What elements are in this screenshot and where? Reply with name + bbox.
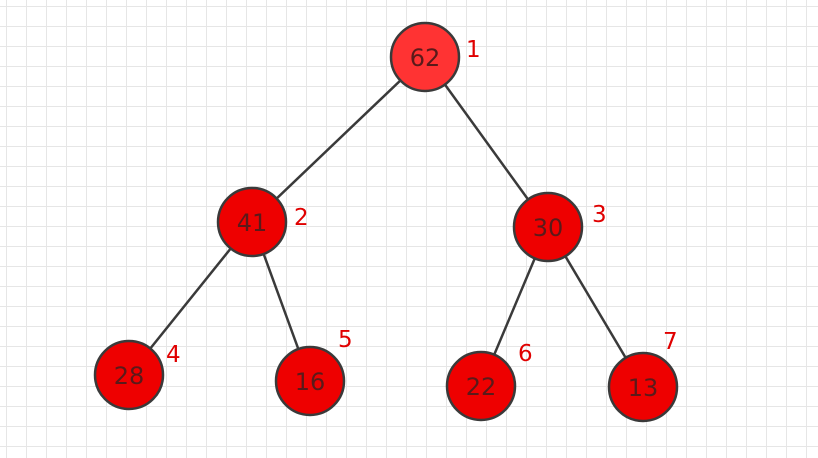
- node-circle: [274, 345, 346, 417]
- node-index-label: 1: [466, 37, 481, 63]
- node-value: 30: [533, 214, 564, 242]
- tree-node-28: 28 4: [93, 339, 181, 411]
- node-index-label: 4: [166, 342, 181, 368]
- tree-node-16: 16 5: [274, 327, 353, 417]
- node-circle: [607, 351, 679, 423]
- tree-node-30: 30 3: [512, 191, 607, 263]
- tree-node-22: 22 6: [445, 341, 533, 422]
- node-value: 16: [295, 368, 326, 396]
- node-index-label: 7: [663, 329, 678, 355]
- nodes-layer: 62 1 41 2 30 3 28 4 16 5 22 6 137: [93, 21, 679, 423]
- node-index-label: 3: [592, 202, 607, 228]
- node-value: 28: [114, 362, 145, 390]
- node-circle: [445, 350, 517, 422]
- node-circle: [216, 186, 288, 258]
- tree-node-62: 62 1: [389, 21, 481, 93]
- node-value: 22: [466, 373, 497, 401]
- node-value: 62: [410, 44, 441, 72]
- node-index-label: 2: [294, 205, 309, 231]
- node-index-label: 5: [338, 327, 353, 353]
- tree-node-41: 41 2: [216, 186, 309, 258]
- node-circle: [389, 21, 461, 93]
- node-value: 13: [628, 374, 659, 402]
- node-value: 41: [237, 209, 268, 237]
- tree-node-13: 137: [607, 329, 679, 423]
- node-index-label: 6: [518, 341, 533, 367]
- node-circle: [93, 339, 165, 411]
- node-circle: [512, 191, 584, 263]
- edge-n1-n2: [251, 56, 426, 223]
